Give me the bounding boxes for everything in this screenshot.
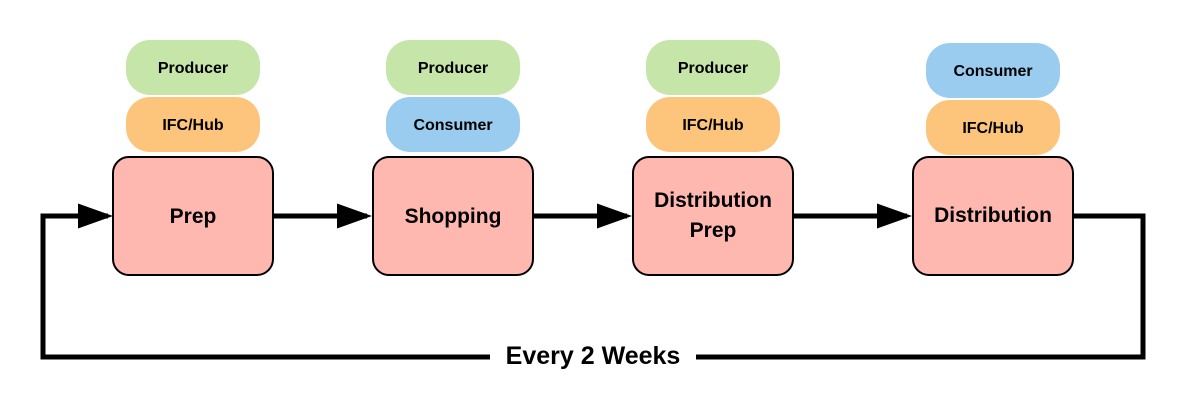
role-pill xyxy=(646,97,780,152)
stage-distribution-prep: Producer IFC/Hub Distribution Prep xyxy=(632,40,794,276)
stage-label: Shopping xyxy=(405,205,502,228)
loop-label-background xyxy=(490,340,696,372)
stage-box xyxy=(372,156,534,276)
role-label: Producer xyxy=(158,60,228,77)
role-label: IFC/Hub xyxy=(682,117,744,134)
stage-box xyxy=(112,156,274,276)
stage-box xyxy=(632,156,794,276)
stage-box xyxy=(912,156,1074,276)
role-pill xyxy=(926,100,1060,155)
stage-label: Distribution xyxy=(934,204,1052,227)
role-label: IFC/Hub xyxy=(162,117,224,134)
role-label: IFC/Hub xyxy=(962,120,1024,137)
stage-label-line-2: Prep xyxy=(690,219,737,242)
role-pill xyxy=(386,97,520,152)
role-pill xyxy=(926,43,1060,98)
stage-label: Prep xyxy=(170,205,217,228)
loop-label: Every 2 Weeks xyxy=(506,342,681,370)
stage-label-line-1: Distribution xyxy=(654,189,772,212)
stage-distribution: Consumer IFC/Hub Distribution xyxy=(912,43,1074,276)
role-label: Producer xyxy=(418,60,488,77)
role-pill xyxy=(646,40,780,95)
stage-shopping: Producer Consumer Shopping xyxy=(372,40,534,276)
role-pill xyxy=(126,40,260,95)
role-label: Producer xyxy=(678,60,748,77)
role-label: Consumer xyxy=(953,63,1032,80)
role-label: Consumer xyxy=(413,117,492,134)
role-pill xyxy=(386,40,520,95)
role-pill xyxy=(126,97,260,152)
stage-prep: Producer IFC/Hub Prep xyxy=(112,40,274,276)
